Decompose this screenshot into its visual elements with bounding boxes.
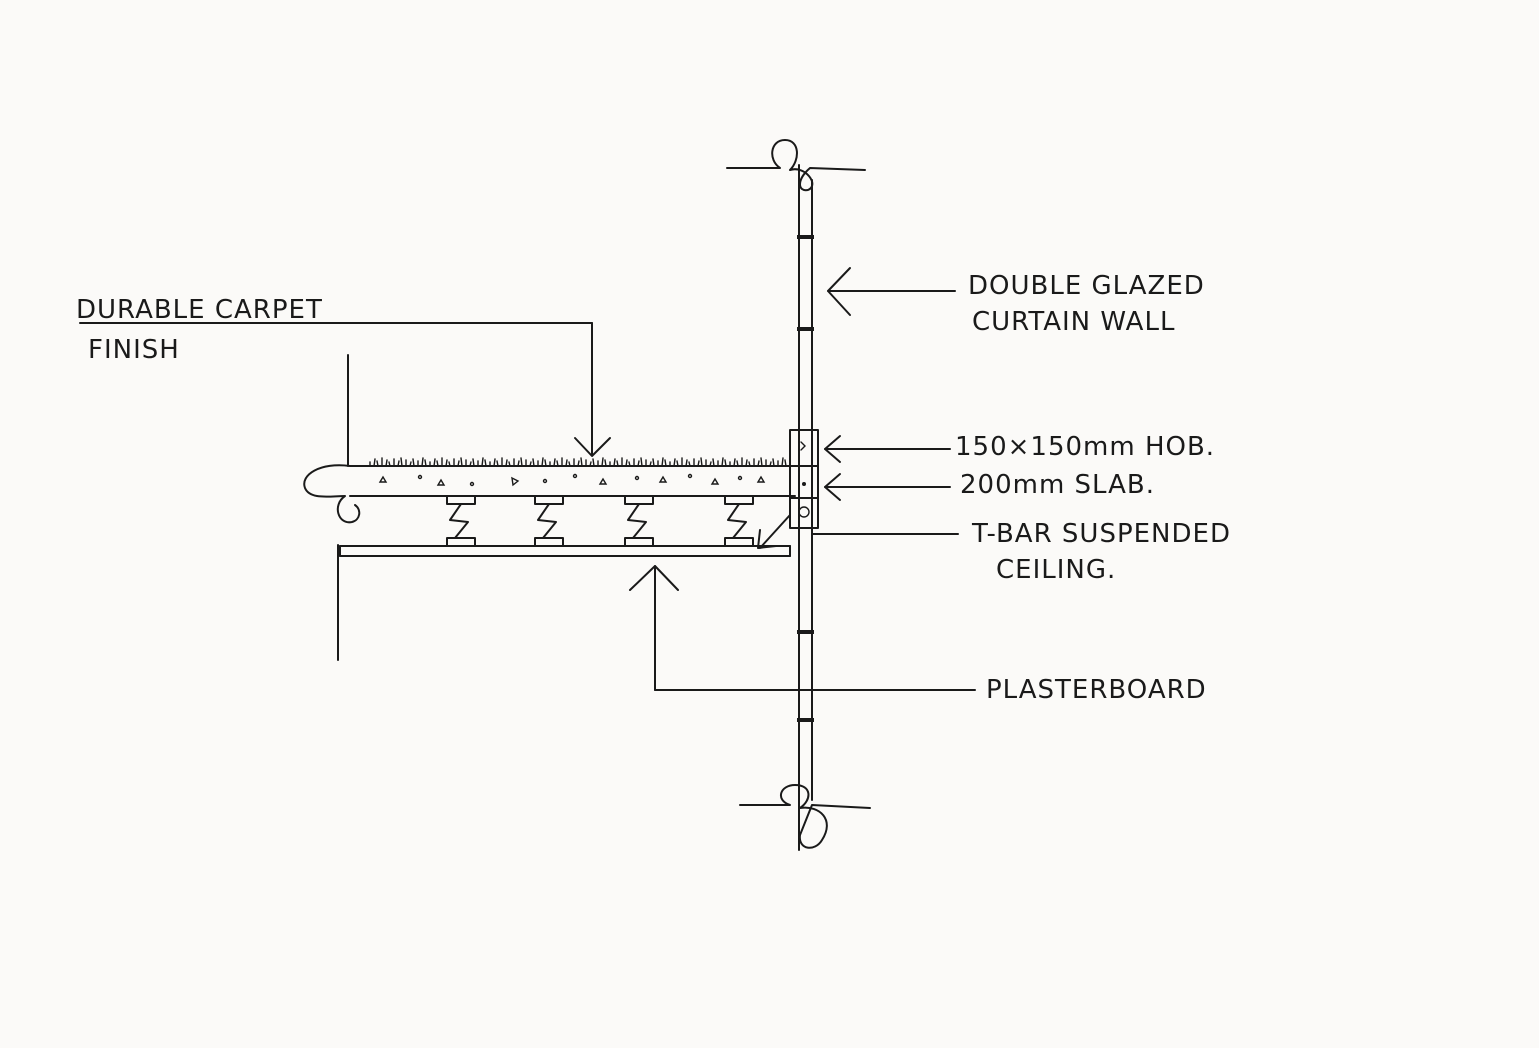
label-slab: 200mm SLAB. xyxy=(960,470,1155,500)
label-carpet-line1: DURABLE CARPET xyxy=(76,295,323,325)
carpet-tuft xyxy=(544,459,547,467)
carpet-tuft xyxy=(385,459,388,467)
carpet-tuft xyxy=(664,459,667,467)
label-ceiling-line1: T-BAR SUSPENDED xyxy=(971,519,1231,549)
label-plasterboard: PLASTERBOARD xyxy=(986,675,1207,705)
hob-block xyxy=(789,429,819,529)
carpet-tuft xyxy=(469,461,472,467)
carpet-tuft xyxy=(373,458,376,467)
carpet-tuft xyxy=(445,459,448,467)
carpet-tuft xyxy=(652,458,655,467)
carpet-tuft xyxy=(436,460,439,467)
carpet-tuft xyxy=(409,461,412,467)
hob-leader xyxy=(824,435,951,463)
carpet-tuft xyxy=(637,460,640,467)
curtain-wall xyxy=(797,164,814,851)
carpet-tuft xyxy=(772,458,775,467)
carpet-tuft xyxy=(472,458,475,467)
label-hob: 150×150mm HOB. xyxy=(955,432,1215,462)
plasterboard-leader xyxy=(629,565,976,691)
carpet-tuft xyxy=(736,460,739,467)
carpet-tuft xyxy=(496,460,499,467)
carpet-tuft xyxy=(700,457,703,467)
carpet-tuft xyxy=(661,457,664,467)
carpet-tuft xyxy=(517,460,520,467)
carpet-tuft xyxy=(505,459,508,467)
slab-leader xyxy=(824,473,951,501)
carpet-tuft xyxy=(424,459,427,467)
carpet-tuft xyxy=(577,460,580,467)
label-curtain-line2: CURTAIN WALL xyxy=(972,307,1175,337)
carpet-tuft xyxy=(421,457,424,467)
carpet-tuft xyxy=(376,460,379,467)
carpet-tuft xyxy=(757,460,760,467)
label-ceiling-line2: CEILING. xyxy=(996,555,1116,585)
carpet-tuft xyxy=(688,461,691,467)
carpet-tuft xyxy=(448,461,451,467)
carpet-tuft xyxy=(520,457,523,467)
carpet-tuft xyxy=(625,459,628,467)
carpet-tuft xyxy=(712,458,715,467)
carpet-tuft xyxy=(709,461,712,467)
carpet-tuft xyxy=(721,457,724,467)
carpet-tuft xyxy=(697,460,700,467)
carpet-tuft xyxy=(724,459,727,467)
carpet-tuft xyxy=(508,461,511,467)
carpet-tuft xyxy=(673,458,676,467)
carpet-tuft xyxy=(733,458,736,467)
carpet-tuft xyxy=(532,458,535,467)
carpet-tuft xyxy=(529,461,532,467)
carpet-tuft xyxy=(400,457,403,467)
carpet-tuft xyxy=(388,461,391,467)
carpet-tuft xyxy=(460,457,463,467)
carpet-tuft xyxy=(481,457,484,467)
carpet-tuft xyxy=(628,461,631,467)
ceiling-hangers xyxy=(446,495,754,547)
carpet-tuft xyxy=(601,457,604,467)
label-curtain-line1: DOUBLE GLAZED xyxy=(968,271,1205,301)
carpet-tuft xyxy=(433,458,436,467)
carpet-tuft xyxy=(640,457,643,467)
carpet-tuft xyxy=(592,458,595,467)
carpet-tuft xyxy=(484,459,487,467)
carpet-tuft xyxy=(760,457,763,467)
bottom-break-symbol xyxy=(739,784,871,849)
label-carpet-line2: FINISH xyxy=(88,335,180,365)
carpet-tuft xyxy=(568,461,571,467)
carpet-tuft xyxy=(580,457,583,467)
carpet-tuft xyxy=(781,457,784,467)
curtain-wall-leader xyxy=(827,267,956,316)
carpet-tuft xyxy=(784,459,787,467)
carpet-tuft xyxy=(613,458,616,467)
carpet-leader xyxy=(79,322,611,457)
carpet-tuft xyxy=(397,460,400,467)
carpet-tuft xyxy=(493,458,496,467)
carpet-tuft xyxy=(748,461,751,467)
carpet-tuft xyxy=(769,461,772,467)
carpet-tuft xyxy=(457,460,460,467)
carpet-tuft xyxy=(745,459,748,467)
carpet-tuft xyxy=(604,459,607,467)
plasterboard-ceiling xyxy=(339,545,791,557)
carpet-tuft xyxy=(676,460,679,467)
carpet-tuft xyxy=(556,460,559,467)
floor-slab xyxy=(303,464,796,524)
carpet-tuft xyxy=(565,459,568,467)
tbar-leader xyxy=(757,514,959,549)
carpet-tuft xyxy=(412,458,415,467)
carpet-tuft xyxy=(649,461,652,467)
carpet-tuft xyxy=(553,458,556,467)
carpet-tuft xyxy=(541,457,544,467)
carpet-tuft xyxy=(616,460,619,467)
carpet-tuft xyxy=(589,461,592,467)
carpet-tuft xyxy=(685,459,688,467)
top-break-symbol xyxy=(726,139,866,192)
carpet-texture xyxy=(369,457,787,467)
